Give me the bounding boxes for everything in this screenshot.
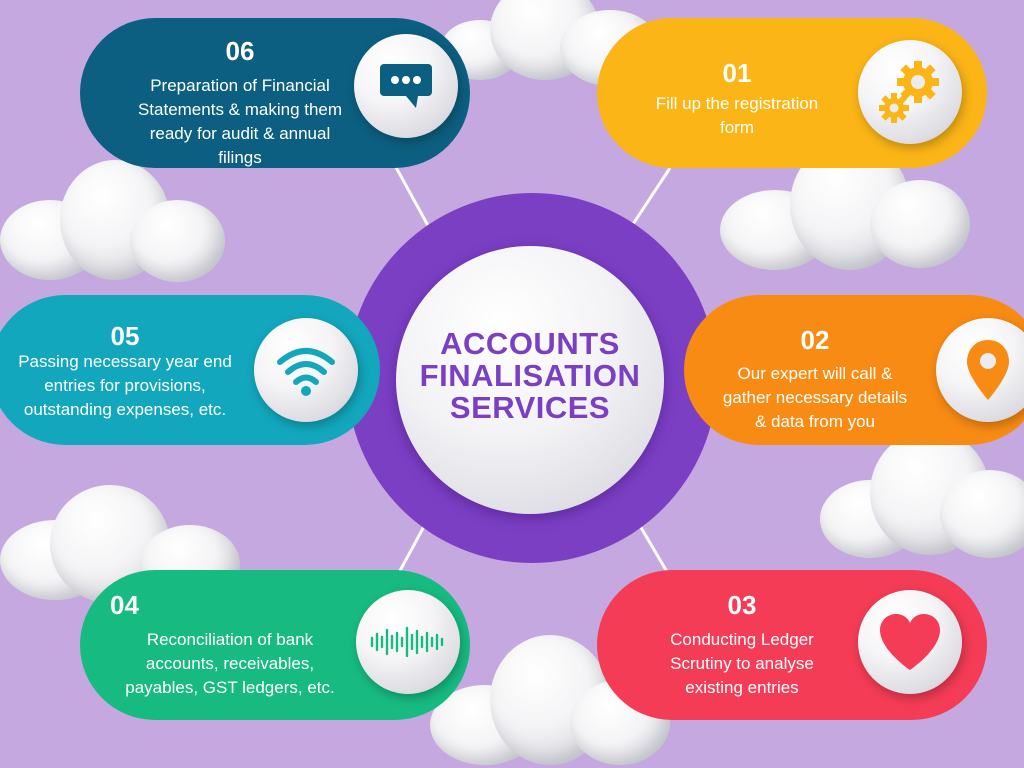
step-04-orb — [356, 590, 460, 694]
cloud-right-lower — [820, 430, 1024, 560]
step-02-orb — [936, 318, 1024, 422]
step-number: 06 — [225, 36, 255, 66]
location-pin-icon — [967, 340, 1009, 400]
desc-line: Conducting Ledger — [670, 630, 814, 649]
desc-line: Scrutiny to analyse — [670, 654, 814, 673]
center-orb — [396, 246, 664, 514]
desc-line: Preparation of Financial — [150, 76, 330, 95]
sound-wave-icon — [370, 626, 444, 658]
desc-line: accounts, receivables, — [145, 654, 315, 673]
cloud-left-upper — [0, 160, 230, 290]
title-line-3: SERVICES — [449, 390, 611, 425]
desc-line: outstanding expenses, etc. — [23, 400, 227, 419]
step-number: 03 — [727, 590, 757, 620]
desc-line: entries for provisions, — [44, 376, 206, 395]
step-description: Reconciliation of bank accounts, receiva… — [90, 628, 370, 700]
chat-bubble-icon — [380, 64, 432, 108]
step-03-orb — [858, 590, 962, 694]
step-description: Conducting Ledger Scrutiny to analyse ex… — [617, 628, 867, 700]
desc-line: Statements & making them — [137, 100, 343, 119]
title-line-1: ACCOUNTS — [440, 326, 620, 361]
step-number: 04 — [110, 590, 139, 620]
step-05-orb — [254, 318, 358, 422]
step-description: Passing necessary year end entries for p… — [0, 350, 250, 422]
desc-line: existing entries — [685, 678, 799, 697]
step-number: 01 — [722, 58, 752, 88]
desc-line: Fill up the registration — [655, 94, 819, 113]
step-06-orb — [354, 34, 458, 138]
step-number: 02 — [800, 325, 830, 355]
desc-line: Reconciliation of bank — [146, 630, 314, 649]
step-01-orb — [858, 40, 962, 144]
step-description: Our expert will call & gather necessary … — [700, 362, 930, 434]
step-description: Fill up the registration form — [617, 92, 857, 140]
wifi-icon — [277, 348, 335, 396]
step-number: 05 — [110, 321, 140, 351]
desc-line: ready for audit & annual — [149, 124, 331, 143]
gears-icon — [879, 61, 939, 123]
desc-line: Our expert will call & — [737, 364, 893, 383]
desc-line: payables, GST ledgers, etc. — [125, 678, 335, 697]
desc-line: form — [720, 118, 754, 137]
step-description: Preparation of Financial Statements & ma… — [90, 74, 390, 170]
title-line-2: FINALISATION — [419, 358, 641, 393]
desc-line: filings — [218, 148, 262, 167]
heart-icon — [880, 614, 940, 670]
desc-line: Passing necessary year end — [18, 352, 232, 371]
desc-line: gather necessary details — [722, 388, 908, 407]
desc-line: & data from you — [754, 412, 875, 431]
